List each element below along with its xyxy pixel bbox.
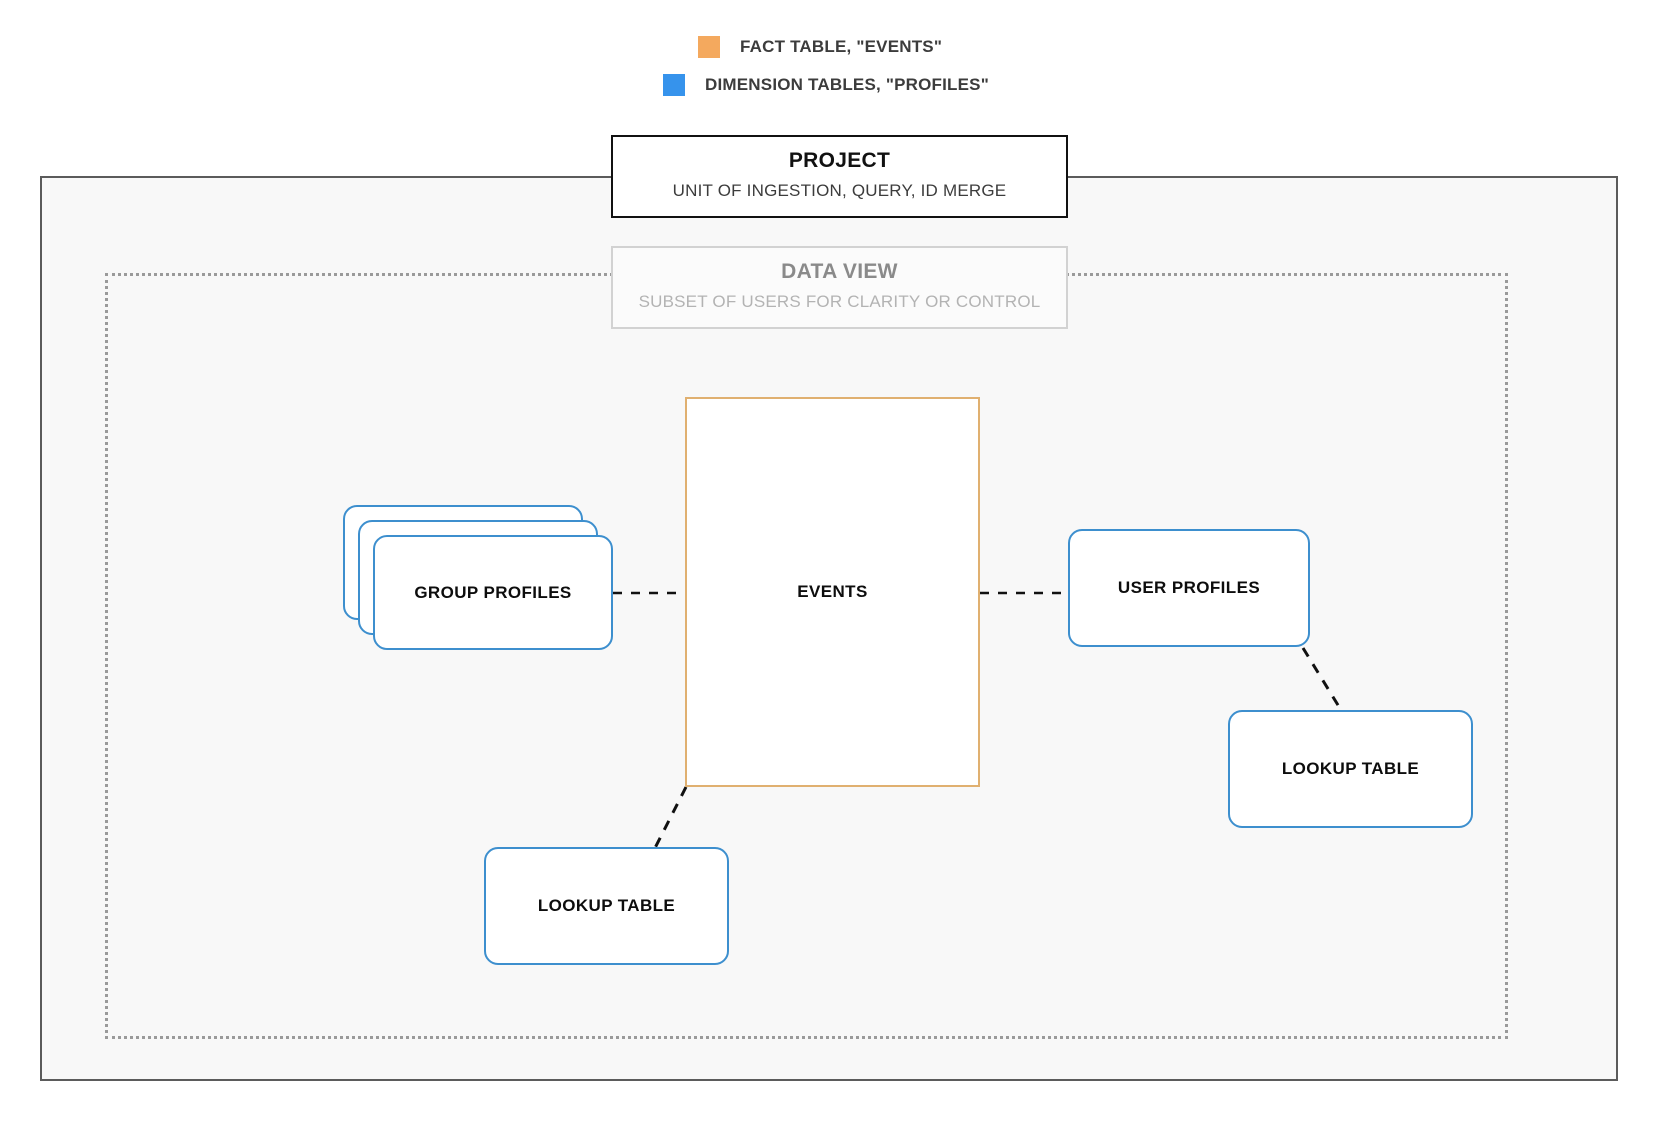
legend: FACT TABLE, "EVENTS" DIMENSION TABLES, "… [0,28,1664,104]
user-profiles-node[interactable]: USER PROFILES [1068,529,1310,647]
legend-swatch-icon-dimension [663,74,685,96]
lookup-table-left-label: LOOKUP TABLE [537,896,676,915]
legend-swatch-icon-fact [698,36,720,58]
legend-item-dimension-tables: DIMENSION TABLES, "PROFILES" [0,66,1664,104]
legend-item-fact-table: FACT TABLE, "EVENTS" [0,28,1664,66]
lookup-table-right-label: LOOKUP TABLE [1281,759,1420,778]
group-profiles-card-front[interactable]: GROUP PROFILES [373,535,613,650]
group-profiles-node[interactable]: GROUP PROFILES [343,505,613,650]
lookup-table-left-node[interactable]: LOOKUP TABLE [484,847,729,965]
data-view-subtitle: SUBSET OF USERS FOR CLARITY OR CONTROL [638,292,1041,311]
group-profiles-label: GROUP PROFILES [414,582,572,602]
project-subtitle: UNIT OF INGESTION, QUERY, ID MERGE [672,181,1007,200]
legend-label-fact-table: FACT TABLE, "EVENTS" [740,37,943,56]
legend-label-dimension-tables: DIMENSION TABLES, "PROFILES" [705,75,989,94]
events-node[interactable]: EVENTS [685,397,980,787]
events-label: EVENTS [797,582,868,601]
data-view-title: DATA VIEW [781,260,898,283]
project-title: PROJECT [788,149,891,172]
project-header-box: PROJECT UNIT OF INGESTION, QUERY, ID MER… [611,135,1068,218]
data-view-header-box: DATA VIEW SUBSET OF USERS FOR CLARITY OR… [611,246,1068,329]
user-profiles-label: USER PROFILES [1117,578,1261,597]
lookup-table-right-node[interactable]: LOOKUP TABLE [1228,710,1473,828]
